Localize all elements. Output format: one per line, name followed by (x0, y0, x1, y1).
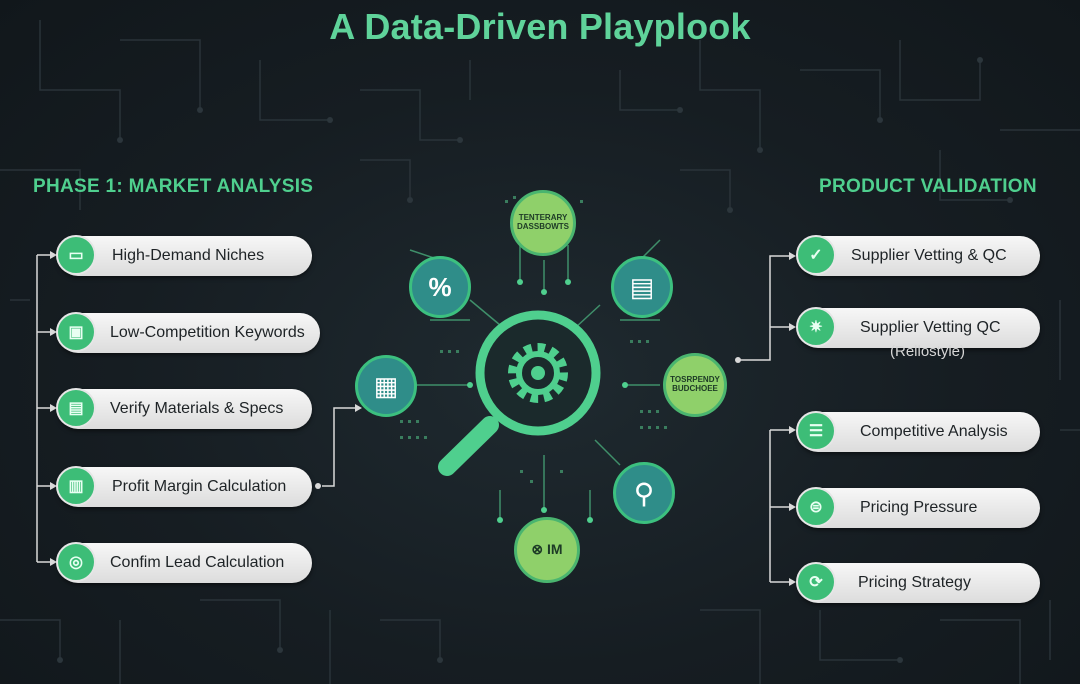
item-label: High-Demand Niches (112, 247, 265, 264)
item-high-demand-niches[interactable]: ▭ High-Demand Niches (56, 235, 312, 276)
item-label: Profit Margin Calculation (112, 478, 287, 495)
item-sublabel: (Rellostyle) (890, 343, 966, 360)
item-supplier-vetting-qc[interactable]: ✓ Supplier Vetting & QC (796, 235, 1040, 276)
globe-icon: ◎ (56, 542, 96, 582)
screen-icon: ▤ (611, 256, 673, 318)
image-search-icon: ▣ (56, 312, 96, 352)
product-validation-heading: PRODUCT VALIDATION (819, 176, 1037, 197)
gear-magnifier-icon (438, 310, 601, 476)
item-label: Confim Lead Calculation (110, 554, 285, 571)
hub-node-text: TOSRPENDY BUDCHOEE (670, 375, 720, 393)
coins-icon: ⊜ (796, 487, 836, 527)
checkmark-icon: ✓ (796, 235, 836, 275)
hub-node-right: TOSRPENDY BUDCHOEE (663, 353, 727, 417)
item-label: Pricing Pressure (860, 499, 978, 516)
ticket-icon: ▭ (56, 235, 96, 275)
spec-card-icon: ▤ (56, 388, 96, 428)
calculator-icon: ▥ (56, 466, 96, 506)
item-label: Verify Materials & Specs (110, 400, 284, 417)
item-confirm-lead-calculation[interactable]: ◎ Confim Lead Calculation (56, 542, 312, 583)
page-title: A Data-Driven Playplook (329, 6, 751, 47)
cycle-icon: ⟳ (796, 562, 836, 602)
badge-icon: ✷ (796, 307, 836, 347)
item-label: Competitive Analysis (860, 423, 1008, 440)
item-label: Supplier Vetting QC (860, 319, 1001, 336)
item-pricing-pressure[interactable]: ⊜ Pricing Pressure (796, 487, 1040, 528)
item-low-competition-keywords[interactable]: ▣ Low-Competition Keywords (56, 312, 320, 353)
item-label: Supplier Vetting & QC (851, 247, 1007, 264)
item-label: Low-Competition Keywords (110, 324, 305, 341)
item-competitive-analysis[interactable]: ☰ Competitive Analysis (796, 411, 1040, 452)
hub-node-top: TENTERARY DASSBOWTS (510, 190, 576, 256)
hub-node-text: ⊗ IM (531, 541, 563, 558)
search-icon: ⚲ (613, 462, 675, 524)
building-icon: ▦ (355, 355, 417, 417)
item-verify-materials-specs[interactable]: ▤ Verify Materials & Specs (56, 388, 312, 429)
item-label: Pricing Strategy (858, 574, 971, 591)
item-pricing-strategy[interactable]: ⟳ Pricing Strategy (796, 562, 1040, 603)
hub-node-text: TENTERARY DASSBOWTS (517, 213, 569, 231)
phase-1-heading: PHASE 1: MARKET ANALYSIS (33, 176, 314, 197)
percent-icon: % (409, 256, 471, 318)
item-profit-margin-calculation[interactable]: ▥ Profit Margin Calculation (56, 466, 312, 507)
document-list-icon: ☰ (796, 411, 836, 451)
item-supplier-vetting-qc-2[interactable]: ✷ Supplier Vetting QC (796, 307, 1040, 348)
hub-node-bottom: ⊗ IM (514, 517, 580, 583)
